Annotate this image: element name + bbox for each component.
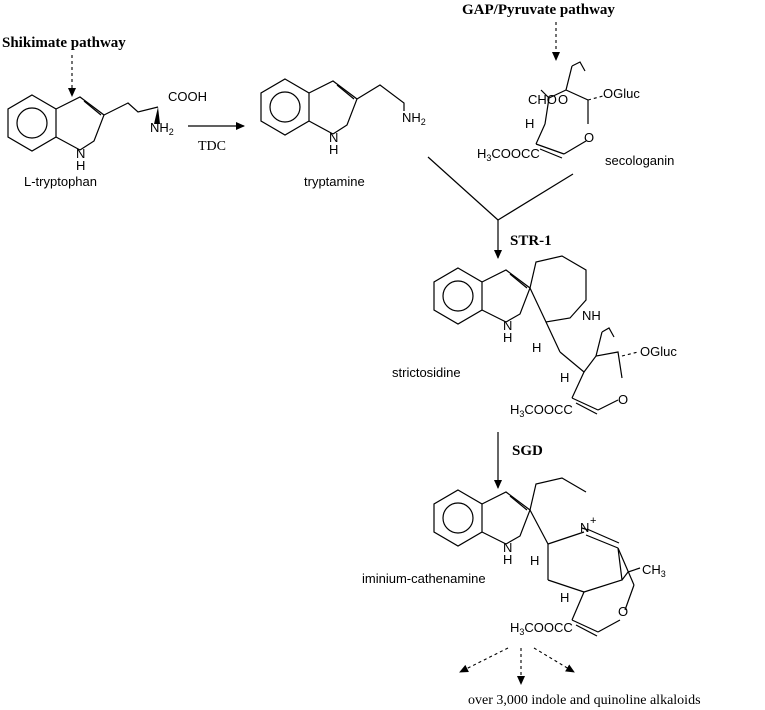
str1-enzyme-label: STR-1	[510, 233, 552, 249]
tryptophan-name: L-tryptophan	[24, 174, 97, 189]
sgd-enzyme-label: SGD	[512, 443, 543, 459]
secologanin-name: secologanin	[605, 153, 674, 168]
tryptophan-nh-n: N	[76, 146, 85, 161]
cathenamine-ester: H3COOCC	[510, 620, 573, 637]
strictosidine-name: strictosidine	[392, 365, 461, 380]
strictosidine-ring-o: O	[618, 392, 628, 407]
secologanin-h: H	[525, 116, 534, 131]
secologanin-ester: H3COOCC	[477, 146, 540, 163]
tryptamine-nh2: NH2	[402, 110, 426, 127]
strictosidine-nh-right: NH	[582, 308, 601, 323]
tryptamine-nh-n: N	[329, 130, 338, 145]
cathenamine-nh-n: N	[503, 540, 512, 555]
cathenamine-name: iminium-cathenamine	[362, 571, 486, 586]
tryptophan-nh-h: H	[76, 158, 85, 173]
tryptophan-cooh: COOH	[168, 89, 207, 104]
cathenamine-ring-o: O	[618, 604, 628, 619]
shikimate-pathway-label: Shikimate pathway	[2, 35, 126, 51]
products-label: over 3,000 indole and quinoline alkaloid…	[468, 693, 701, 708]
tdc-enzyme-label: TDC	[198, 139, 226, 154]
tryptamine-nh-h: H	[329, 142, 338, 157]
strictosidine-nh-left-n: N	[503, 318, 512, 333]
secologanin-ring-o: O	[584, 130, 594, 145]
strictosidine-nh-left-h: H	[503, 330, 512, 345]
tryptamine-structure	[260, 78, 405, 136]
secologanin-structure	[535, 61, 604, 159]
strictosidine-h1: H	[532, 340, 541, 355]
strictosidine-structure	[433, 255, 639, 415]
products-dashed-arrows	[459, 647, 575, 685]
tryptamine-name: tryptamine	[304, 174, 365, 189]
secologanin-cho: CHO	[528, 92, 557, 107]
cathenamine-ch3: CH3	[642, 562, 666, 579]
gap-pyruvate-pathway-label: GAP/Pyruvate pathway	[462, 2, 615, 18]
tryptophan-structure	[7, 94, 160, 152]
secologanin-ogluc: OGluc	[603, 86, 640, 101]
cathenamine-h1: H	[530, 553, 539, 568]
str1-converging-arrow	[427, 156, 574, 259]
cathenamine-plus: +	[590, 515, 596, 527]
strictosidine-h2: H	[560, 370, 569, 385]
strictosidine-ester: H3COOCC	[510, 402, 573, 419]
tryptophan-nh2: NH2	[150, 120, 174, 137]
cathenamine-nplus: N	[580, 520, 589, 535]
cathenamine-nh-h: H	[503, 552, 512, 567]
cathenamine-structure	[433, 477, 641, 637]
strictosidine-ogluc: OGluc	[640, 344, 677, 359]
cathenamine-h2: H	[560, 590, 569, 605]
secologanin-ho: O	[558, 92, 568, 107]
